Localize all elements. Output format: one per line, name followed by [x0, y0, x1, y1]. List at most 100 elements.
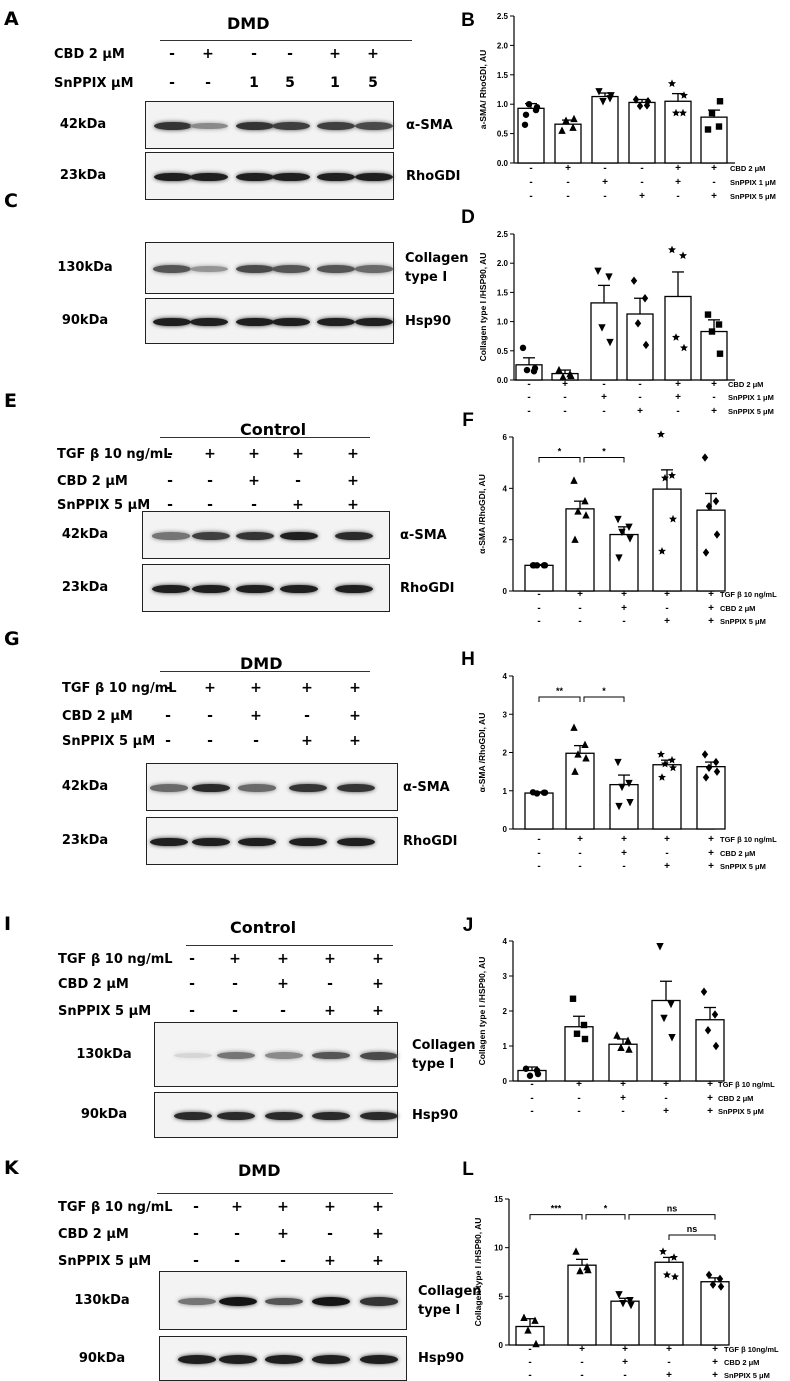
data-point: [705, 763, 713, 772]
condition-mark: -: [205, 75, 211, 91]
data-point: [632, 95, 640, 104]
data-point: [702, 548, 710, 557]
panel-letter: K: [4, 1157, 19, 1179]
data-point: [625, 523, 633, 532]
protein-label: Collagen type I: [405, 251, 469, 285]
data-point: [679, 251, 687, 259]
data-point: [644, 97, 652, 106]
data-point: [605, 273, 613, 281]
condition-mark: -: [664, 1093, 667, 1104]
data-point: [627, 1301, 635, 1310]
bar: [651, 999, 681, 1082]
condition-mark: -: [580, 1370, 583, 1380]
y-tick-label: 2: [503, 536, 508, 545]
panel-letter: D: [461, 207, 475, 228]
y-tick-label: 2.0: [497, 259, 509, 268]
condition-mark: +: [292, 497, 304, 513]
data-point: [569, 995, 577, 1002]
condition-mark: +: [708, 861, 714, 872]
blot-band: [192, 783, 230, 793]
blot-band: [265, 1111, 303, 1121]
condition-mark: +: [620, 1093, 626, 1104]
condition-label: SnPPIX 5 μM: [62, 734, 156, 749]
blot-band: [236, 584, 274, 594]
condition-mark: +: [324, 1003, 336, 1019]
data-point: [613, 1031, 621, 1039]
y-axis-label: α-SMA /RhoGDI, AU: [477, 474, 487, 554]
data-point: [713, 767, 721, 776]
condition-label: CBD 2 μM: [724, 1358, 759, 1367]
blot-band: [238, 837, 276, 847]
significance-bracket: [529, 1214, 583, 1220]
condition-mark: +: [324, 1199, 336, 1215]
data-point: [669, 514, 677, 523]
bar: [696, 766, 726, 830]
condition-mark: +: [711, 163, 717, 174]
condition-mark: +: [324, 1253, 336, 1269]
data-point: [626, 1297, 634, 1305]
data-point: [532, 1339, 540, 1348]
data-point: [670, 1253, 678, 1261]
data-point: [570, 476, 578, 484]
condition-mark: +: [579, 1344, 585, 1355]
data-point: [704, 126, 712, 133]
y-axis-label: Collagen type I /HSP90, AU: [477, 957, 487, 1066]
significance-label: ns: [687, 1224, 698, 1234]
y-axis-label: a-SMA/ RhoGDI, AU: [478, 50, 488, 130]
data-point: [562, 116, 570, 124]
condition-mark: +: [707, 1106, 713, 1117]
data-point: [581, 1035, 589, 1043]
data-point: [581, 496, 589, 505]
condition-mark: +: [708, 603, 714, 614]
blot-band: [312, 1355, 350, 1364]
condition-mark: +: [708, 589, 714, 600]
condition-mark: -: [527, 379, 530, 390]
panel-letter: F: [462, 410, 474, 431]
bar: [700, 1281, 730, 1346]
condition-mark: +: [621, 589, 627, 600]
significance-bracket: [628, 1214, 716, 1220]
condition-label: CBD 2 μM: [728, 380, 763, 389]
condition-mark: +: [301, 733, 313, 749]
condition-mark: -: [537, 603, 540, 614]
bar: [610, 1300, 640, 1346]
condition-mark: -: [577, 1106, 580, 1117]
condition-mark: +: [576, 1079, 582, 1090]
panel-title: Control: [240, 420, 307, 439]
data-point: [533, 103, 541, 111]
condition-label: CBD 2 μM: [62, 709, 133, 724]
condition-mark: -: [295, 473, 301, 489]
blot-band: [312, 1111, 350, 1121]
condition-label: SnPPIX 1 μM: [728, 393, 774, 402]
molecular-weight-label: 130kDa: [57, 260, 113, 275]
condition-mark: 1: [330, 75, 340, 91]
blot-band: [272, 172, 310, 182]
condition-label: SnPPIX 5 μM: [730, 192, 776, 201]
condition-mark: +: [372, 1253, 384, 1269]
condition-mark: +: [204, 446, 216, 462]
molecular-weight-label: 90kDa: [78, 1350, 126, 1366]
bar: [609, 783, 639, 830]
data-point: [531, 1316, 539, 1324]
y-tick-label: 5: [499, 1292, 504, 1301]
data-point: [679, 108, 687, 117]
y-tick-label: 0: [503, 587, 508, 596]
panel-title: Control: [230, 918, 297, 937]
molecular-weight-label: 42kDa: [61, 527, 109, 542]
blot-band: [337, 783, 375, 793]
blot-band: [154, 121, 192, 131]
molecular-weight-label: 130kDa: [76, 1046, 132, 1062]
blot-band: [272, 265, 310, 273]
condition-mark: +: [675, 177, 681, 188]
data-point: [614, 515, 622, 524]
bar: [515, 1325, 545, 1346]
data-point: [572, 1247, 580, 1255]
data-point: [715, 321, 723, 328]
blot-band: [152, 532, 190, 540]
blot-band: [317, 121, 355, 131]
data-point: [606, 338, 614, 347]
molecular-weight-label: 42kDa: [61, 779, 109, 794]
condition-label: TGF β 10 ng/mL: [718, 1080, 775, 1089]
blot-band: [355, 122, 393, 130]
condition-label: SnPPIX 1 μM: [730, 178, 776, 187]
